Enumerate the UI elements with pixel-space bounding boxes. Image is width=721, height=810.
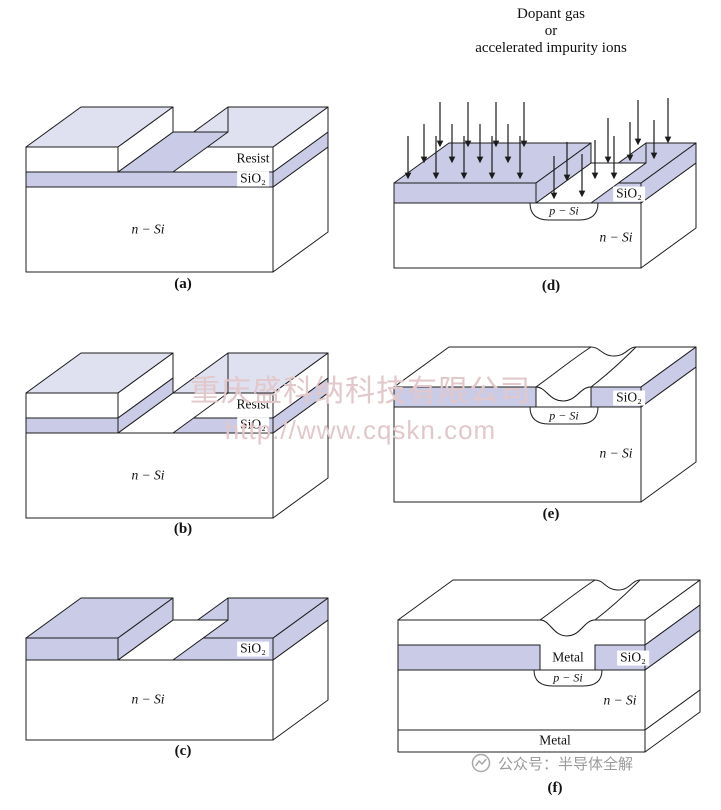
- substrate-n-si: [25, 392, 329, 519]
- caption-d: (d): [541, 278, 561, 294]
- bottom-metal-layer: [397, 689, 701, 753]
- label-metal-contact: Metal: [549, 650, 587, 666]
- p-region: [529, 406, 599, 425]
- label-sio2: SiO₂: [617, 650, 649, 666]
- label-n-si: n − Si: [599, 229, 633, 245]
- label-p-si: p − Si: [553, 670, 583, 685]
- diagram-d-svg: [393, 98, 697, 269]
- label-sio2: SiO₂: [237, 417, 269, 433]
- caption-f: (f): [547, 780, 563, 796]
- window-trench: [117, 597, 229, 661]
- p-region: [529, 202, 599, 221]
- dopant-line-1: Dopant gas: [517, 6, 585, 22]
- label-p-si: p − Si: [549, 203, 579, 218]
- panel-c: SiO₂ n − Si: [18, 535, 348, 750]
- p-region: [533, 669, 603, 687]
- panel-d: Dopant gas or accelerated impurity ions: [386, 6, 716, 286]
- dopant-arrows: [404, 98, 672, 200]
- caption-c: (c): [174, 743, 192, 759]
- label-resist: Resist: [233, 151, 273, 167]
- label-n-si: n − Si: [599, 445, 633, 461]
- label-n-si: n − Si: [131, 467, 165, 483]
- label-sio2: SiO₂: [237, 171, 269, 187]
- substrate-n-si: [393, 366, 697, 503]
- caption-e: (e): [542, 506, 560, 522]
- label-resist: Resist: [233, 397, 273, 413]
- wechat-account-label: 公众号：半导体全解: [498, 755, 634, 773]
- label-metal-bottom: Metal: [539, 732, 571, 748]
- caption-b: (b): [173, 521, 193, 537]
- panel-f: Metal SiO₂ p − Si n − Si Metal: [390, 540, 720, 760]
- dopant-annotation: Dopant gas or accelerated impurity ions: [386, 6, 716, 58]
- label-n-si: n − Si: [131, 221, 165, 237]
- panel-a: Resist SiO₂ n − Si: [18, 62, 348, 277]
- dopant-line-2: or: [544, 23, 558, 39]
- label-sio2: SiO₂: [613, 186, 645, 202]
- diagram-b-svg: [25, 352, 329, 519]
- diagram-a-svg: [25, 106, 329, 273]
- oxide-layer: [25, 131, 329, 188]
- wechat-account-badge: 公众号：半导体全解: [470, 752, 633, 774]
- label-p-si: p − Si: [549, 408, 579, 423]
- substrate-n-si: [25, 146, 329, 273]
- window-trench: [117, 106, 229, 173]
- window-trench: [535, 142, 647, 204]
- label-sio2: SiO₂: [237, 641, 269, 657]
- substrate-n-si: [393, 162, 697, 269]
- panel-b: Resist SiO₂ n − Si: [18, 308, 348, 523]
- top-metal-layer: [397, 579, 701, 646]
- dopant-line-3: accelerated impurity ions: [475, 40, 627, 56]
- label-n-si: n − Si: [131, 691, 165, 707]
- diagram-c-svg: [25, 597, 329, 741]
- panel-e: SiO₂ p − Si n − Si: [386, 302, 716, 514]
- window-trench: [117, 352, 229, 434]
- diagram-e-svg: [393, 346, 697, 503]
- label-n-si: n − Si: [603, 692, 637, 708]
- caption-a: (a): [174, 276, 192, 292]
- wechat-logo-icon: [471, 753, 491, 773]
- label-sio2: SiO₂: [613, 390, 645, 406]
